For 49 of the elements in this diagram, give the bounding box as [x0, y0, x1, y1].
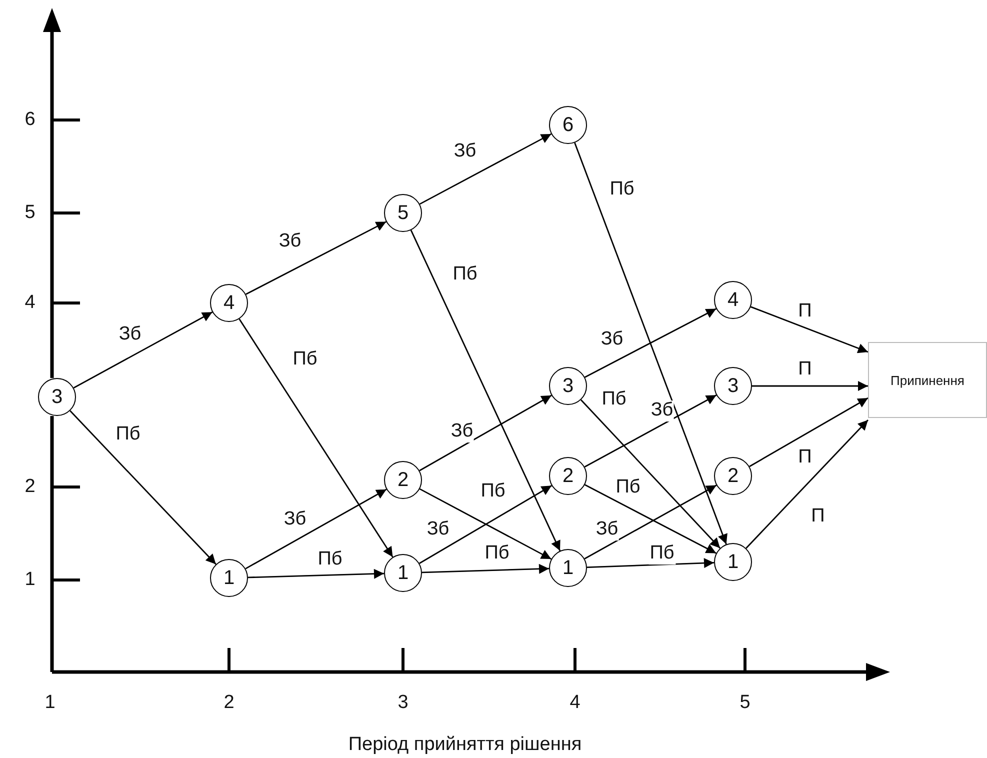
edge-label: Зб	[594, 520, 620, 540]
axis-tick-label: 5	[740, 692, 750, 714]
axis-tick-label: 6	[24, 109, 36, 131]
axis-tick-label: 5	[24, 202, 36, 224]
arrow	[586, 558, 714, 568]
arrow	[584, 308, 716, 378]
state-circle: 3	[38, 378, 76, 416]
axis-tick-label: 2	[24, 476, 36, 498]
edge-label: Зб	[650, 400, 674, 422]
axis-tick-label: 4	[570, 692, 580, 714]
arrow	[746, 420, 868, 549]
arrow	[419, 394, 552, 472]
arrow	[246, 221, 386, 295]
arrow	[749, 397, 868, 468]
state-circle: 1	[549, 549, 587, 587]
state-circle: 2	[714, 457, 752, 495]
state-circle: 4	[210, 284, 248, 322]
state-circle: 4	[714, 281, 752, 319]
state-circle: 1	[210, 559, 248, 597]
state-circle: 3	[549, 367, 587, 405]
arrow	[580, 399, 721, 549]
arrow	[752, 381, 868, 391]
axis-tick-label: 4	[24, 292, 36, 314]
arrow	[419, 133, 552, 205]
state-circle: 6	[549, 106, 587, 144]
process-box: Припинення	[868, 342, 987, 418]
edge-label: Зб	[450, 422, 474, 442]
arrow	[248, 568, 384, 579]
arrow	[238, 318, 394, 558]
state-circle: 3	[714, 367, 752, 405]
arrow	[422, 564, 550, 574]
arrow	[410, 230, 561, 552]
state-circle: 1	[714, 543, 752, 581]
state-circle: 2	[549, 457, 587, 495]
edge-label: Пб	[648, 544, 676, 564]
axis-title: Період прийняття рішення	[348, 734, 582, 756]
arrow	[574, 142, 728, 544]
arrow	[70, 410, 216, 565]
arrow	[245, 488, 387, 570]
arrow	[584, 394, 717, 468]
arrow	[750, 306, 868, 354]
axis-tick-label: 1	[44, 692, 56, 714]
axis-tick-label: 3	[398, 692, 408, 714]
state-circle: 1	[384, 554, 422, 592]
axis-tick-label: 1	[24, 569, 36, 591]
axis-tick-label: 2	[224, 692, 234, 714]
arrow	[73, 312, 213, 388]
state-circle: 5	[384, 194, 422, 232]
state-circle: 2	[384, 461, 422, 499]
